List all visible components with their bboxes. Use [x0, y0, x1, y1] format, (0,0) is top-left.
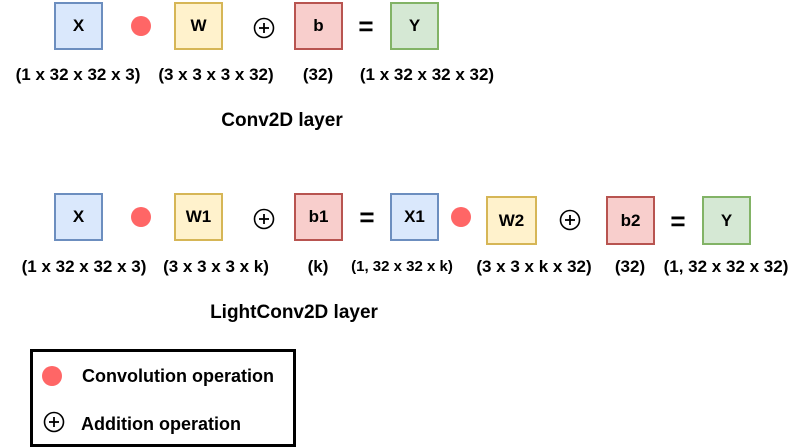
lightconv2d-weight1-label: W1 [185, 207, 212, 226]
conv2d-weight-label: W [190, 16, 207, 35]
lightconv2d-output-label: Y [720, 210, 733, 230]
lightconv2d-equals-sign-2: = [670, 206, 686, 236]
lightconv2d-output-box: Y [702, 196, 751, 245]
conv2d-input-label: X [72, 16, 85, 35]
conv2d-output-dims: (1 x 32 x 32 x 32) [359, 65, 495, 84]
conv2d-layer-title: Conv2D layer [221, 110, 343, 131]
addition-plus-icon [559, 209, 581, 231]
conv2d-bias-box: b [294, 2, 343, 50]
conv2d-weight-dims: (3 x 3 x 3 x 32) [158, 65, 274, 84]
conv2d-bias-dims: (32) [302, 65, 334, 84]
addition-plus-icon [253, 208, 275, 230]
lightconv2d-bias1-label: b1 [308, 207, 329, 226]
lightconv2d-bias2-label: b2 [620, 210, 641, 230]
lightconv2d-weight1-dims: (3 x 3 x 3 x k) [163, 257, 269, 276]
lightconv2d-input-label: X [72, 207, 85, 226]
lightconv2d-output-dims: (1, 32 x 32 x 32) [663, 257, 789, 276]
lightconv2d-weight2-label: W2 [498, 210, 525, 230]
legend-convolution-label: Convolution operation [82, 366, 274, 386]
lightconv2d-layer-title: LightConv2D layer [210, 302, 378, 323]
conv2d-output-box: Y [390, 2, 439, 50]
conv2d-weight-box: W [174, 2, 223, 50]
lightconv2d-bias1-box: b1 [294, 193, 343, 241]
lightconv2d-intermediate-label: X1 [404, 207, 425, 226]
lightconv2d-weight2-dims: (3 x 3 x k x 32) [476, 257, 592, 276]
convolution-dot-icon [451, 207, 471, 227]
addition-plus-icon [43, 411, 65, 433]
conv2d-output-label: Y [408, 16, 421, 35]
lightconv2d-equals-sign-1: = [359, 202, 375, 232]
lightconv2d-intermediate-box: X1 [390, 193, 439, 241]
lightconv2d-bias2-dims: (32) [614, 257, 646, 276]
convolution-dot-icon [42, 366, 62, 386]
lightconv2d-weight2-box: W2 [486, 196, 537, 245]
lightconv2d-weight1-box: W1 [174, 193, 223, 241]
conv2d-equals-sign: = [358, 11, 374, 41]
lightconv2d-input-box: X [54, 193, 103, 241]
addition-plus-icon [253, 17, 275, 39]
lightconv2d-bias1-dims: (k) [307, 257, 329, 276]
lightconv2d-intermediate-dims: (1, 32 x 32 x k) [351, 258, 453, 275]
legend-addition-label: Addition operation [81, 414, 241, 434]
conv2d-input-dims: (1 x 32 x 32 x 3) [15, 65, 141, 84]
lightconv2d-bias2-box: b2 [606, 196, 655, 245]
conv2d-input-box: X [54, 2, 103, 50]
convolution-dot-icon [131, 207, 151, 227]
legend-box: Convolution operation Addition operation [30, 349, 296, 447]
conv2d-bias-label: b [313, 16, 324, 35]
convolution-dot-icon [131, 16, 151, 36]
lightconv2d-input-dims: (1 x 32 x 32 x 3) [21, 257, 147, 276]
